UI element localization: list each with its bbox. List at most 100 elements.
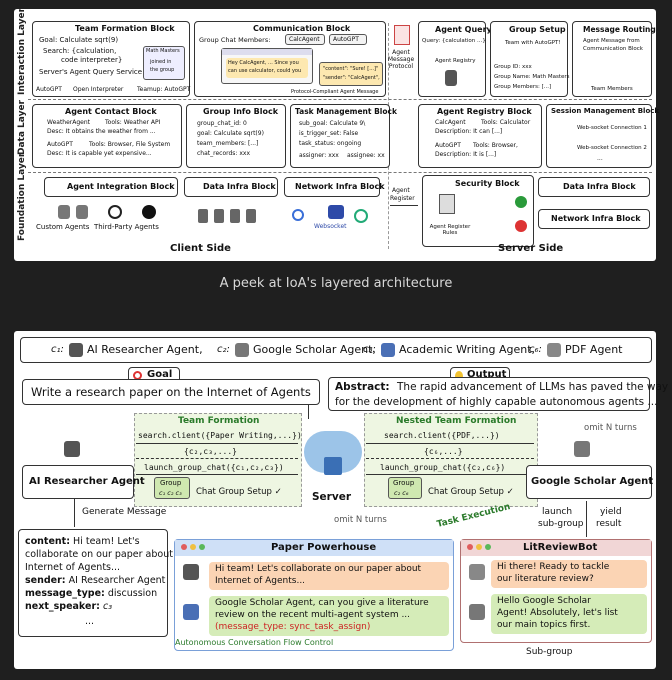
server-side-label: Server Side [498,243,564,254]
message-routing-block: Message Routing Agent Message from Commu… [572,21,656,97]
registry-line: CalcAgent [435,119,466,126]
third-party-label: Third-Party Agents [94,223,159,231]
legend-code: c₂: [217,344,230,355]
websocket-icon [328,205,344,219]
globe-icon [354,209,368,223]
task-line: sub_goal: Calculate 9\ [299,120,366,127]
group-chip-label: Group [160,479,182,487]
legend-name: Google Scholar Agent, [253,343,376,356]
session-management-block: Session Management Block Web-socket Conn… [546,104,659,168]
block-title: Session Management Block [551,107,660,115]
layer-label-data: Data Layer [17,100,27,155]
message-line: Internet of Agents... [25,562,121,573]
goal-text: Write a research paper on the Internet o… [31,385,311,399]
database-icon [198,209,208,223]
legend-code: c₃: [363,344,376,355]
window-controls[interactable] [467,544,494,550]
yield-label: yield [600,507,622,517]
contact-desc: Desc: It obtains the weather from ... [47,128,156,135]
robot-icon [469,564,485,580]
registry-label: Agent Registry [435,58,476,64]
message-content: content: Hi team! Let's [25,536,140,547]
msg-value: Hi team! Let's [73,536,140,547]
registry-line: Description: It can [...] [435,128,503,135]
member-chip: CalcAgent [285,34,325,45]
chat-bubble [226,58,308,78]
arrow [390,205,418,206]
arrow [136,474,298,475]
window-titlebar [461,540,651,556]
chat-bubble [209,596,449,636]
contact-row: AutoGPT [47,141,73,148]
chat-bubble [491,594,647,634]
team-members: Team Members [591,86,633,92]
window-controls[interactable] [181,544,208,550]
subgroup-footer: Sub-group [526,647,573,657]
agent-register-label-2: Register [390,195,415,202]
google-scholar-label: Google Scholar Agent [531,476,654,487]
info-line: goal: Calculate sqrt(9) [197,130,264,137]
message-next: next_speaker: c₃ [25,601,112,612]
robot-icon [69,343,83,357]
msg-value: discussion [107,588,158,599]
result-label: result [596,519,622,529]
workflow-diagram: c₁: AI Researcher Agent, c₂: Google Scho… [14,331,668,669]
group-members: Group Members: [...] [494,84,552,90]
msg-value: c₃ [102,601,113,612]
robot-icon [547,343,561,357]
block-title: Message Routing [583,25,656,34]
communication-block: Communication Block Group Chat Members: … [194,21,386,97]
task-line: task_status: ongoing [299,140,362,147]
abstract-line-1: The rapid advancement of LLMs has paved … [397,381,669,393]
msg-value: AI Researcher Agent [68,575,166,586]
agent-integration-block: Agent Integration Block [44,177,178,197]
members-label: Group Chat Members: [199,36,271,44]
ai-researcher-label: AI Researcher Agent [29,476,145,487]
group-chip-members: c₂ c₆ [394,489,409,497]
output-tag-label: Output [467,369,507,380]
search-text-2: code interpreter} [61,56,123,64]
contact-row: WeatherAgent [47,119,91,126]
chat-line: our literature review? [497,574,594,584]
ai-researcher-box: AI Researcher Agent [22,465,145,499]
chat-line: Hi team! Let's collaborate on our paper … [215,564,422,574]
launch-call-right: launch_group_chat({c₂,c₆}) [380,463,506,472]
chat-bubble [209,562,449,590]
client-side-label: Client Side [170,243,231,254]
search-call-left: search.client({Paper Writing,...}) [138,431,302,440]
block-title: Data Infra Block [563,182,636,191]
block-title: Group Info Block [203,107,279,116]
arrow [136,443,298,444]
omit-turns-mid: omit N turns [334,515,387,525]
info-line: team_members: [...] [197,140,259,147]
robot-icon [183,564,199,580]
member-chip: AutoGPT [329,34,367,45]
register-rules-label: Agent Register Rules [429,224,471,236]
litreviewbot-window: LitReviewBot Hi there! Ready to tackle o… [460,539,652,643]
agent-query-block: Agent Query Query: {calculation ...} Age… [418,21,492,97]
robot-icon [76,205,88,219]
launch-label: launch [542,507,573,517]
block-title: Agent Query [435,25,492,34]
robot-icon [183,604,199,620]
chat-setup-left: Chat Group Setup ✓ [196,487,282,497]
arrow [366,474,534,475]
member-name: CalcAgent [289,36,320,43]
chat-line: Hello Google Scholar [497,596,591,606]
robot-icon [64,441,80,457]
message-ellipsis: ... [85,616,95,627]
message-json: "content": "Sure! [...]" "sender": "Calc… [319,62,383,86]
query-text: Query: {calculation ...} [422,38,486,44]
layer-label-foundation: Foundation Layer [17,152,27,241]
contact-tools: Tools: Weather API [105,119,161,126]
team-formation-block: Team Formation Block Goal: Calculate sqr… [32,21,190,97]
group-info-block: Group Info Block group_chat_id: 0 goal: … [186,104,286,168]
legend-code: c₁: [51,344,64,355]
robot-icon [235,343,249,357]
agent-register-label: Agent [392,187,410,194]
legend-code: c₆: [529,344,542,355]
agent-contact-block: Agent Contact Block WeatherAgent Tools: … [32,104,182,168]
goal-text: Goal: Calculate sqrt(9) [39,36,119,44]
json-sender: "sender": "CalcAgent", [323,75,380,81]
math-masters-label: Math Masters [146,48,180,54]
